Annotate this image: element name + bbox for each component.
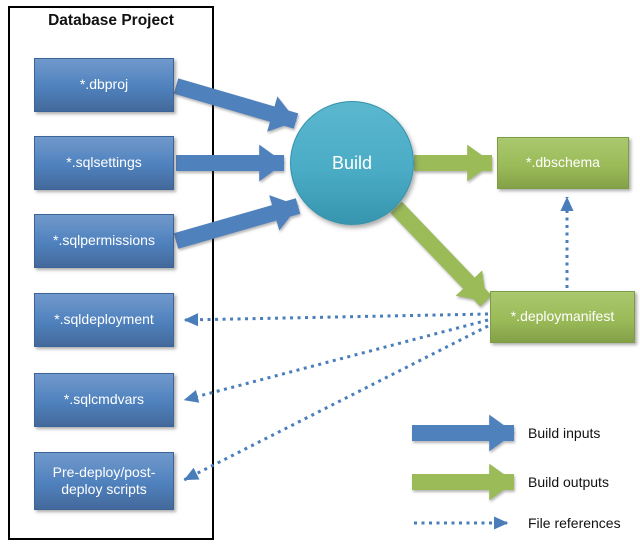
node-dbproj-label: *.dbproj <box>79 76 129 93</box>
node-deploymanifest: *.deploymanifest <box>490 291 635 343</box>
node-sqlcmdvars: *.sqlcmdvars <box>34 373 174 427</box>
node-dbproj: *.dbproj <box>34 58 174 112</box>
build-output-arrow-deploymanifest <box>390 201 492 307</box>
node-sqlpermissions-label: *.sqlpermissions <box>53 232 155 249</box>
node-sqldeployment-label: *.sqldeployment <box>54 311 154 328</box>
node-sqlsettings-label: *.sqlsettings <box>66 154 142 171</box>
node-deploymanifest-label: *.deploymanifest <box>510 308 615 325</box>
build-input-arrow-dbproj <box>173 78 299 132</box>
node-predeploy-scripts: Pre-deploy/post-deploy scripts <box>34 452 174 510</box>
node-dbschema: *.dbschema <box>497 137 629 189</box>
node-sqlcmdvars-label: *.sqlcmdvars <box>63 391 145 408</box>
build-input-arrow-sqlpermissions <box>173 195 301 249</box>
legend-build-outputs-label: Build outputs <box>528 474 609 490</box>
node-build: Build <box>290 101 414 225</box>
legend-build-inputs-label: Build inputs <box>528 425 601 441</box>
node-sqlpermissions: *.sqlpermissions <box>34 214 174 268</box>
legend-file-references-label: File references <box>528 515 621 531</box>
node-sqlsettings: *.sqlsettings <box>34 136 174 190</box>
node-sqldeployment: *.sqldeployment <box>34 293 174 347</box>
file-reference-arrow-sqldeployment <box>183 312 489 327</box>
node-dbschema-label: *.dbschema <box>526 154 600 171</box>
node-build-label: Build <box>331 152 373 173</box>
file-reference-arrow-sqlcmdvars <box>183 318 489 403</box>
file-reference-arrow-predeploy <box>183 324 489 482</box>
database-project-title: Database Project <box>48 12 174 29</box>
node-predeploy-scripts-label: Pre-deploy/post-deploy scripts <box>52 463 156 498</box>
